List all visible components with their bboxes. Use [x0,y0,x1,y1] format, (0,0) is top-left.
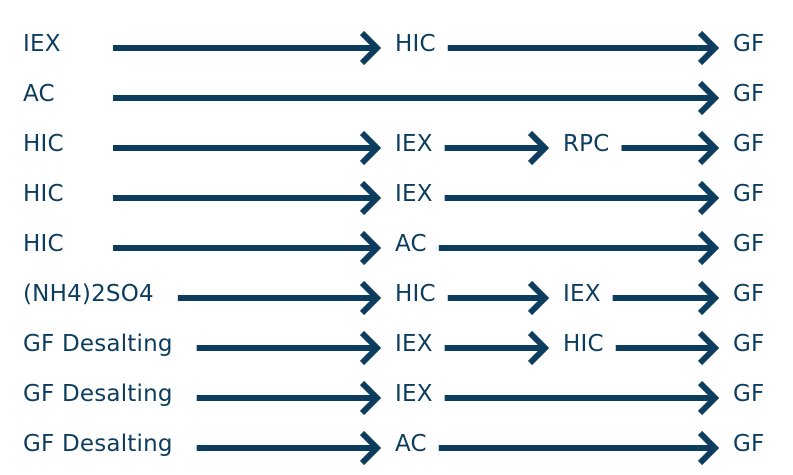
arrow-row9-2 [438,430,720,466]
step-label-row6-4: GF [733,281,765,307]
step-label-row7-4: GF [733,331,765,357]
step-label-row6-1: (NH4)2SO4 [23,281,154,307]
arrow-row1-1 [113,30,382,66]
step-label-row7-2: IEX [395,331,433,357]
step-label-row1-2: HIC [395,31,436,57]
arrow-row8-1 [196,380,382,416]
step-label-row5-2: AC [395,231,427,257]
step-label-row5-1: HIC [23,231,64,257]
step-label-row1-3: GF [733,31,765,57]
step-label-row9-1: GF Desalting [23,431,173,457]
step-label-row3-2: IEX [395,131,433,157]
arrow-row5-2 [438,230,720,266]
step-label-row5-3: GF [733,231,765,257]
arrow-row2-1 [113,80,720,116]
step-label-row4-3: GF [733,181,765,207]
step-label-row2-1: AC [23,81,55,107]
step-label-row7-3: HIC [563,331,604,357]
step-label-row2-2: GF [733,81,765,107]
arrow-row5-1 [113,230,382,266]
step-label-row3-1: HIC [23,131,64,157]
arrow-row4-2 [444,180,720,216]
arrow-row4-1 [113,180,382,216]
step-label-row7-1: GF Desalting [23,331,173,357]
arrow-row7-2 [444,330,550,366]
step-label-row4-2: IEX [395,181,433,207]
arrow-row6-3 [612,280,720,316]
step-label-row8-3: GF [733,381,765,407]
arrow-row6-1 [177,280,382,316]
step-label-row3-3: RPC [563,131,610,157]
step-label-row8-1: GF Desalting [23,381,173,407]
arrow-row3-2 [444,130,550,166]
step-label-row9-3: GF [733,431,765,457]
arrow-row7-1 [196,330,382,366]
step-label-row4-1: HIC [23,181,64,207]
step-label-row8-2: IEX [395,381,433,407]
step-label-row6-3: IEX [563,281,601,307]
step-label-row9-2: AC [395,431,427,457]
step-label-row1-1: IEX [23,31,61,57]
arrow-row7-3 [615,330,720,366]
step-label-row6-2: HIC [395,281,436,307]
arrow-row1-2 [447,30,720,66]
step-label-row3-4: GF [733,131,765,157]
arrow-row9-1 [196,430,382,466]
arrow-row3-3 [621,130,720,166]
arrow-row6-2 [447,280,550,316]
arrow-row3-1 [113,130,382,166]
arrow-row8-2 [444,380,720,416]
